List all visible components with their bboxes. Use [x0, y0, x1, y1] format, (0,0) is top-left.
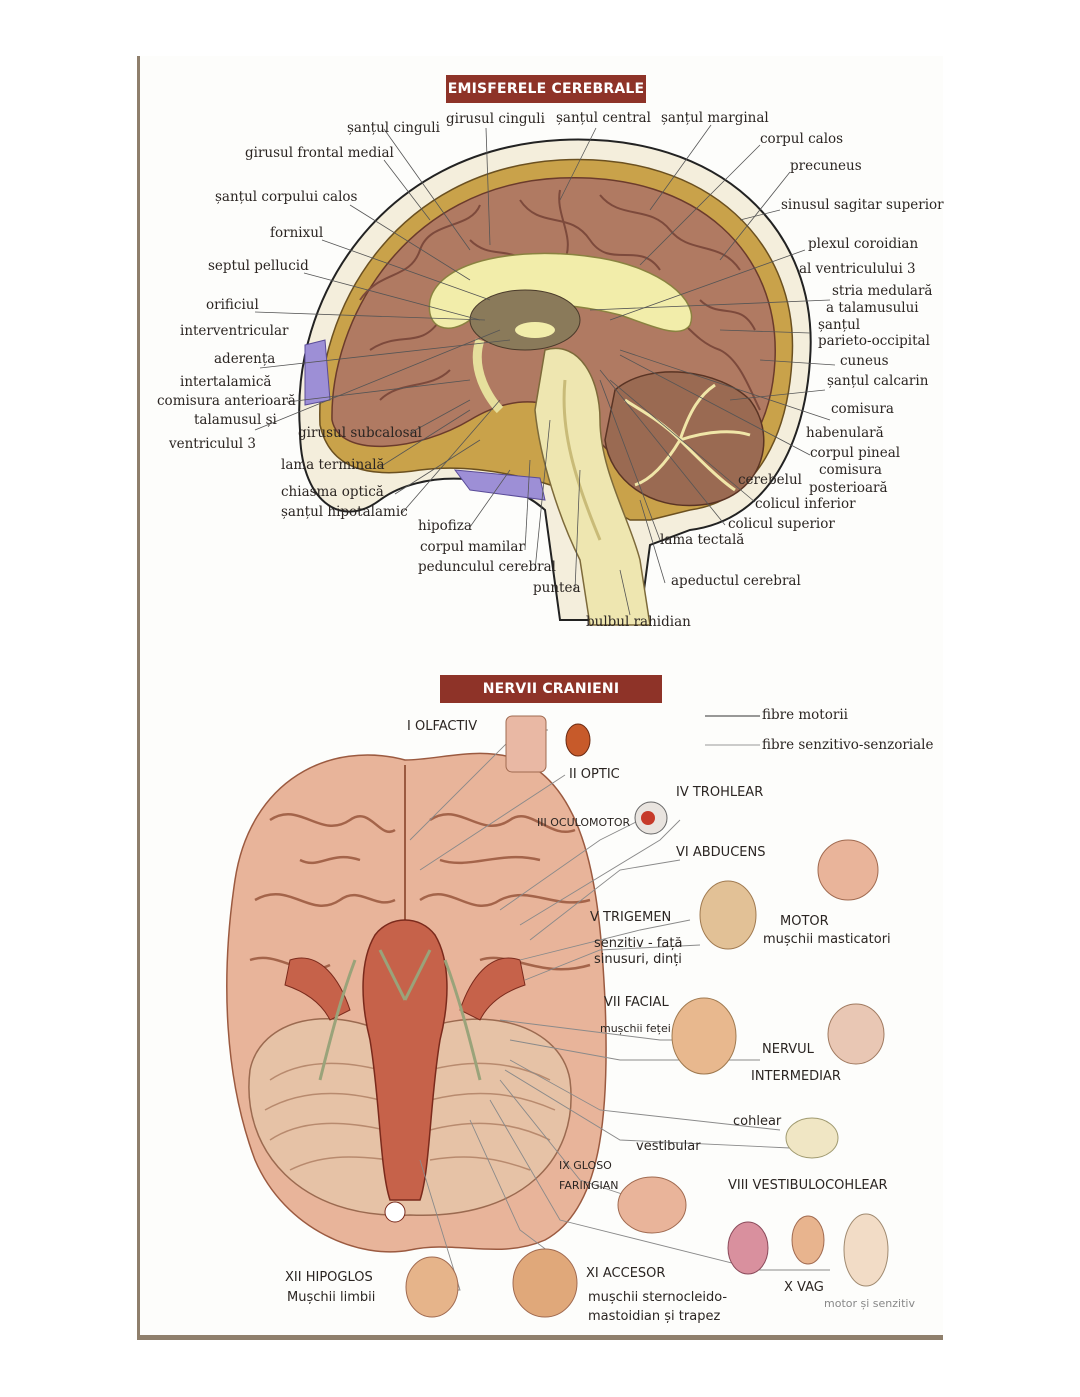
label-talamusul-si: talamusul și — [194, 412, 277, 428]
banner-nervii-cranieni: NERVII CRANIENI — [440, 675, 662, 703]
label-orificiul: orificiul — [206, 297, 259, 313]
label-parieto-occipital: parieto-occipital — [818, 333, 930, 349]
eye-illustration — [565, 723, 591, 757]
label-v-trigemen: V TRIGEMEN — [590, 910, 672, 925]
label-comisura-anterioara: comisura anterioară — [157, 393, 296, 409]
label-iii-oculomotor: III OCULOMOTOR — [537, 816, 631, 829]
label-colicul-superior: colicul superior — [728, 516, 835, 532]
label-corpul-calos: corpul calos — [760, 131, 844, 147]
label-colicul-inferior: colicul inferior — [755, 496, 856, 512]
banner-emisferele: EMISFERELE CEREBRALE — [446, 75, 646, 103]
label-santul-calcarin: șanțul calcarin — [827, 373, 929, 389]
label-a-talamusului: a talamusului — [826, 300, 919, 316]
label-lama-terminala: lama terminală — [281, 457, 385, 473]
label-intermediar: INTERMEDIAR — [751, 1069, 841, 1084]
label-vi-abducens: VI ABDUCENS — [676, 845, 766, 860]
label-santul: șanțul — [818, 317, 861, 333]
label-al-ventriculului-3: al ventriculului 3 — [799, 261, 916, 277]
label-iv-trohlear: IV TROHLEAR — [676, 785, 764, 800]
label-vestibular: vestibular — [636, 1139, 701, 1154]
label-puntea: puntea — [533, 580, 581, 596]
label-santul-corpului-calos: șanțul corpului calos — [215, 189, 358, 205]
label-lama-tectala: lama tectală — [660, 532, 745, 548]
label-cuneus: cuneus — [840, 353, 889, 369]
label-muschii-masticatori: mușchii masticatori — [763, 932, 891, 947]
legend-fibre-motorii: fibre motorii — [762, 707, 848, 723]
label-santul-central: șanțul central — [556, 110, 651, 126]
label-hipofiza: hipofiza — [418, 518, 472, 534]
label-muschii-limbii: Mușchii limbii — [287, 1290, 376, 1305]
label-motor-si-senzitiv: motor și senzitiv — [824, 1297, 915, 1310]
label-vii-facial: VII FACIAL — [604, 995, 669, 1010]
label-girusul-cinguli: girusul cinguli — [446, 111, 545, 127]
label-nervul: NERVUL — [762, 1042, 814, 1057]
label-santul-hipotalamic: șanțul hipotalamic — [281, 504, 408, 520]
label-plexul-coroidian: plexul coroidian — [808, 236, 919, 252]
label-posterioara: posterioară — [809, 480, 888, 496]
label-corpul-mamilar: corpul mamilar — [420, 539, 525, 555]
label-x-vag: X VAG — [784, 1280, 824, 1295]
label-girusul-frontal-medial: girusul frontal medial — [245, 145, 394, 161]
label-ii-optic: II OPTIC — [569, 767, 620, 782]
label-septul-pellucid: septul pellucid — [208, 258, 309, 274]
label-muschii-fetei: mușchii feței — [600, 1022, 671, 1035]
label-chiasma-optica: chiasma optică — [281, 484, 384, 500]
label-bulbul-rahidian: bulbul rahidian — [586, 614, 691, 630]
label-pedunculul-cerebral: pedunculul cerebral — [418, 559, 556, 575]
label-precuneus: precuneus — [790, 158, 862, 174]
label-ix-gloso: IX GLOSO — [559, 1159, 612, 1172]
nose-illustration — [505, 715, 547, 773]
label-santul-marginal: șanțul marginal — [661, 110, 769, 126]
label-girusul-subcalosal: girusul subcalosal — [298, 425, 422, 441]
label-fornixul: fornixul — [270, 225, 324, 241]
label-senzitiv-fata: senzitiv - față — [594, 936, 683, 951]
label-habenulara: habenulară — [806, 425, 884, 441]
label-apeductul-cerebral: apeductul cerebral — [671, 573, 801, 589]
label-cerebelul: cerebelul — [738, 472, 802, 488]
label-cohlear: cohlear — [733, 1114, 782, 1129]
label-aderenta: aderența — [214, 351, 276, 367]
label-xii-hipoglos: XII HIPOGLOS — [285, 1270, 373, 1285]
label-faringian: FARINGIAN — [559, 1179, 619, 1192]
label-comisura-posterioara: comisura — [819, 462, 882, 478]
label-interventricular: interventricular — [180, 323, 289, 339]
label-intertalamica: intertalamică — [180, 374, 272, 390]
label-motor: MOTOR — [780, 914, 829, 929]
label-muschii-sternocleido: mușchii sternocleido- — [588, 1290, 728, 1305]
label-viii-vestibulocohlear: VIII VESTIBULOCOHLEAR — [728, 1178, 888, 1193]
label-ventriculul-3: ventriculul 3 — [169, 436, 256, 452]
label-corpul-pineal: corpul pineal — [810, 445, 901, 461]
label-sinusul-sagitar-superior: sinusul sagitar superior — [781, 197, 944, 213]
label-i-olfactiv: I OLFACTIV — [407, 719, 478, 734]
label-santul-cinguli: șanțul cinguli — [347, 120, 440, 136]
label-stria-medulara: stria medulară — [832, 283, 933, 299]
label-sinusuri-dinti: sinusuri, dinți — [594, 952, 682, 967]
label-mastoidian-si-trapez: mastoidian și trapez — [588, 1309, 721, 1324]
label-xi-accesor: XI ACCESOR — [586, 1266, 666, 1281]
label-comisura-habenulara: comisura — [831, 401, 894, 417]
legend-fibre-senzitivo-senzoriale: fibre senzitivo-senzoriale — [762, 737, 934, 753]
